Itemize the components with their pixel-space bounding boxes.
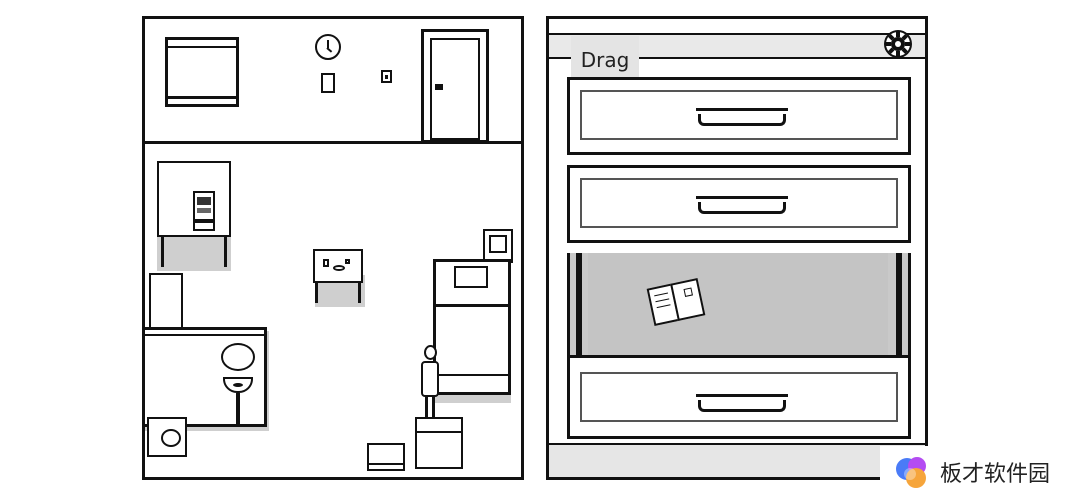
drawer-1[interactable] xyxy=(567,77,911,155)
settings-button[interactable] xyxy=(881,27,915,61)
light-switch[interactable] xyxy=(381,70,392,83)
drawer-2[interactable] xyxy=(567,165,911,243)
counter-legs xyxy=(161,237,227,267)
drawer-4-handle[interactable] xyxy=(696,394,788,414)
drawer-4[interactable] xyxy=(567,355,911,439)
bathroom-mirror[interactable] xyxy=(221,343,255,371)
drawer-1-handle[interactable] xyxy=(696,108,788,128)
table-legs xyxy=(315,283,361,303)
gear-icon xyxy=(884,30,912,58)
wall-note[interactable] xyxy=(321,73,335,93)
toilet[interactable] xyxy=(147,417,187,457)
cabinet-floor xyxy=(549,443,925,477)
wall-floor-divider xyxy=(145,141,521,144)
small-table[interactable] xyxy=(313,249,363,283)
small-box[interactable] xyxy=(367,443,405,471)
wall-clock[interactable] xyxy=(315,34,341,60)
drawer-view[interactable]: Drag xyxy=(546,16,928,480)
drag-label: Drag xyxy=(580,48,630,72)
watermark-text: 板才软件园 xyxy=(940,462,1051,487)
wall-picture[interactable] xyxy=(483,229,513,263)
watermark: 板才软件园 xyxy=(880,446,1080,498)
door[interactable] xyxy=(421,29,489,143)
drag-hint-button[interactable]: Drag xyxy=(571,36,639,84)
pillow[interactable] xyxy=(454,266,488,288)
drawer-2-handle[interactable] xyxy=(696,196,788,216)
cabinet[interactable] xyxy=(149,273,183,329)
crate[interactable] xyxy=(415,417,463,469)
bed[interactable] xyxy=(433,259,511,395)
room-view[interactable] xyxy=(142,16,524,480)
window[interactable] xyxy=(165,37,239,107)
bathroom-sink[interactable] xyxy=(223,377,253,393)
drawer-3-open[interactable] xyxy=(567,253,911,363)
stove[interactable] xyxy=(193,191,215,221)
sink-pipe xyxy=(236,393,240,425)
player-character[interactable] xyxy=(419,345,441,421)
kitchen-counter[interactable] xyxy=(157,161,231,237)
logo-icon xyxy=(896,457,926,488)
